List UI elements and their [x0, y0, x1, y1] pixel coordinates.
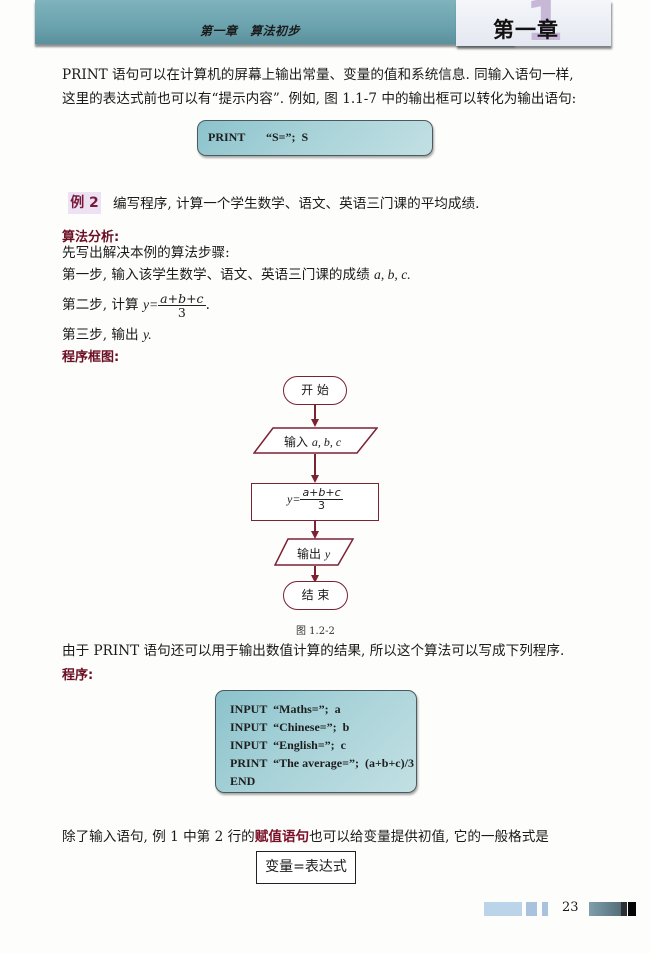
flowchart-end: 结 束	[283, 581, 348, 610]
output-var: y	[324, 547, 331, 561]
print-argument: “S=”; S	[266, 130, 309, 144]
assignment-text-before: 除了输入语句, 例 1 中第 2 行的	[62, 829, 255, 845]
code-keyword: END	[230, 774, 256, 788]
program-code-box: INPUT “Maths=”; a INPUT “Chinese=”; b IN…	[215, 690, 417, 793]
assignment-text-after: 也可以给变量提供初值, 它的一般格式是	[309, 829, 549, 845]
flowchart-input: 输入 a, b, c	[284, 433, 341, 450]
step-2-text: 第二步, 计算	[62, 297, 143, 313]
footer-decoration	[484, 902, 522, 916]
program-intro: 由于 PRINT 语句还可以用于输出数值计算的结果, 所以这个算法可以写成下列程…	[62, 643, 565, 659]
code-line-3: INPUT “English=”; c	[230, 738, 346, 753]
running-title: 第一章 算法初步	[200, 24, 301, 38]
flowchart-process-box	[251, 483, 379, 521]
print-keyword: PRINT	[208, 130, 246, 144]
step-3-text: 第三步, 输出	[62, 327, 143, 343]
step-1: 第一步, 输入该学生数学、语文、英语三门课的成绩 a, b, c.	[62, 264, 411, 286]
step-3-var: y.	[142, 327, 152, 342]
assignment-paragraph: 除了输入语句, 例 1 中第 2 行的赋值语句也可以给变量提供初值, 它的一般格…	[62, 826, 549, 848]
flowchart-input-parallelogram	[253, 427, 378, 454]
assignment-format-box: 变量=表达式	[256, 851, 356, 884]
connector-line	[314, 454, 316, 478]
footer-decoration	[628, 902, 636, 916]
fraction-denominator: 3	[318, 499, 326, 512]
print-example-box: PRINT “S=”; S	[197, 120, 433, 156]
arrow-down-icon	[311, 419, 319, 427]
code-line-1: INPUT “Maths=”; a	[230, 702, 341, 717]
fraction-denominator: 3	[177, 305, 186, 320]
figure-caption: 图 1.2-2	[296, 626, 335, 637]
code-keyword: INPUT	[230, 738, 268, 752]
step-2-lhs: y=	[142, 297, 159, 312]
code-keyword: INPUT	[230, 702, 268, 716]
connector-line	[314, 520, 316, 533]
example-badge: 例 2	[68, 192, 101, 214]
chapter-title: 第一章	[493, 18, 559, 42]
output-label: 输出	[297, 547, 325, 561]
steps-intro: 先写出解决本例的算法步骤:	[62, 245, 230, 261]
arrow-down-icon	[311, 575, 319, 583]
input-label: 输入	[284, 435, 312, 449]
code-arg: “Maths=”; a	[273, 702, 341, 716]
assignment-format: 变量=表达式	[265, 859, 347, 875]
footer-decoration	[542, 902, 548, 916]
code-line-5: END	[230, 774, 255, 789]
intro-line-1: PRINT 语句可以在计算机的屏幕上输出常量、变量的值和系统信息. 同输入语句一…	[62, 67, 574, 83]
footer-decoration	[526, 902, 537, 916]
code-arg: “Chinese=”; b	[273, 720, 350, 734]
step-1-text: 第一步, 输入该学生数学、语文、英语三门课的成绩	[62, 267, 375, 283]
code-keyword: INPUT	[230, 720, 268, 734]
step-2-end: .	[205, 297, 210, 313]
flowchart-heading: 程序框图:	[62, 350, 120, 365]
footer-decoration	[589, 902, 621, 916]
chapter-number: 1	[525, 0, 564, 54]
input-vars: a, b, c	[311, 435, 342, 449]
assignment-highlight-term: 赋值语句	[254, 829, 310, 845]
intro-line-2: 这里的表达式前也可以有“提示内容”. 例如, 图 1.1-7 中的输出框可以转化…	[62, 91, 577, 107]
flowchart-output: 输出 y	[297, 545, 330, 562]
analysis-heading: 算法分析:	[62, 230, 120, 245]
chapter-tab	[456, 0, 611, 46]
flowchart-start-label: 开 始	[301, 383, 329, 397]
code-line-4: PRINT “The average=”; (a+b+c)/3	[230, 756, 414, 771]
connector-line	[314, 566, 316, 578]
footer-decoration	[621, 902, 627, 916]
flowchart-output-parallelogram	[274, 538, 354, 566]
example-statement: 编写程序, 计算一个学生数学、语文、英语三门课的平均成绩.	[113, 196, 480, 212]
process-lhs: y=	[287, 492, 301, 506]
code-line-2: INPUT “Chinese=”; b	[230, 720, 349, 735]
page-number: 23	[562, 900, 579, 915]
connector-line	[314, 404, 316, 422]
fraction-numerator: a+b+c	[158, 291, 206, 306]
program-heading: 程序:	[62, 668, 94, 683]
arrow-down-icon	[311, 531, 319, 539]
flowchart-start: 开 始	[283, 376, 347, 405]
code-arg: “English=”; c	[273, 738, 346, 752]
arrow-down-icon	[311, 475, 319, 483]
code-keyword: PRINT	[230, 756, 268, 770]
header-band	[35, 0, 515, 44]
step-1-vars: a, b, c.	[374, 267, 411, 282]
code-arg: “The average=”; (a+b+c)/3	[273, 756, 414, 770]
fraction-numerator: a+b+c	[300, 486, 343, 500]
flowchart-end-label: 结 束	[301, 588, 330, 602]
step-3: 第三步, 输出 y.	[62, 324, 152, 346]
